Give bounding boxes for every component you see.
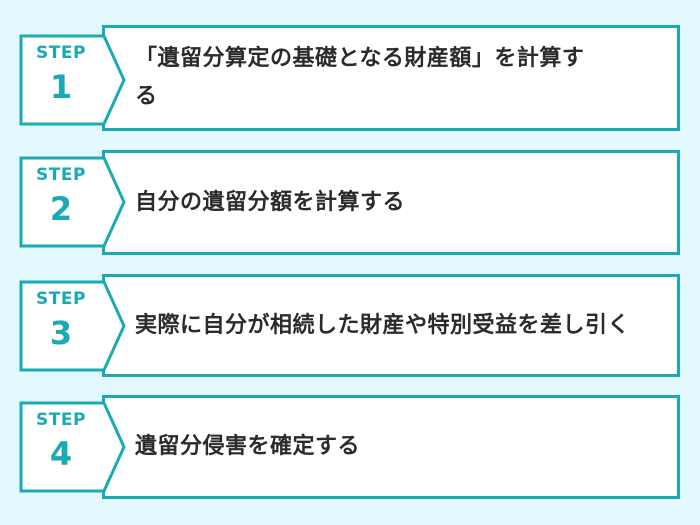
step-3-number: 3 bbox=[49, 314, 73, 352]
step-1: 「遺留分算定の基礎となる財産額」を計算する STEP 1 bbox=[0, 0, 700, 131]
step-1-box: 「遺留分算定の基礎となる財産額」を計算する bbox=[102, 25, 680, 131]
step-1-label: STEP bbox=[36, 43, 86, 63]
step-4-text: 遺留分侵害を確定する bbox=[135, 434, 361, 459]
step-1-text: 「遺留分算定の基礎となる財産額」を計算する bbox=[135, 46, 585, 109]
step-4-box: 遺留分侵害を確定する bbox=[102, 395, 680, 499]
step-badge-shape bbox=[19, 280, 126, 372]
step-3: 実際に自分が相続した財産や特別受益を差し引く STEP 3 bbox=[0, 0, 700, 377]
step-3-text: 実際に自分が相続した財産や特別受益を差し引く bbox=[135, 312, 631, 338]
step-4-label: STEP bbox=[36, 410, 86, 430]
step-2: 自分の遺留分額を計算する STEP 2 bbox=[0, 0, 700, 255]
step-2-box: 自分の遺留分額を計算する bbox=[102, 150, 680, 255]
step-1-badge: STEP 1 bbox=[18, 33, 130, 127]
step-3-box: 実際に自分が相続した財産や特別受益を差し引く bbox=[102, 274, 680, 377]
step-3-label: STEP bbox=[36, 289, 86, 309]
step-badge-shape bbox=[19, 156, 126, 248]
step-4: 遺留分侵害を確定する STEP 4 bbox=[0, 0, 700, 499]
step-4-number: 4 bbox=[49, 435, 73, 473]
step-1-number: 1 bbox=[49, 68, 73, 106]
step-2-text: 自分の遺留分額を計算する bbox=[135, 189, 406, 215]
step-4-badge: STEP 4 bbox=[18, 400, 130, 494]
step-badge-shape bbox=[19, 401, 126, 493]
step-3-badge: STEP 3 bbox=[18, 279, 130, 373]
step-2-badge: STEP 2 bbox=[18, 155, 130, 249]
step-2-number: 2 bbox=[49, 190, 73, 228]
step-badge-shape bbox=[19, 34, 126, 126]
step-2-label: STEP bbox=[36, 165, 86, 185]
